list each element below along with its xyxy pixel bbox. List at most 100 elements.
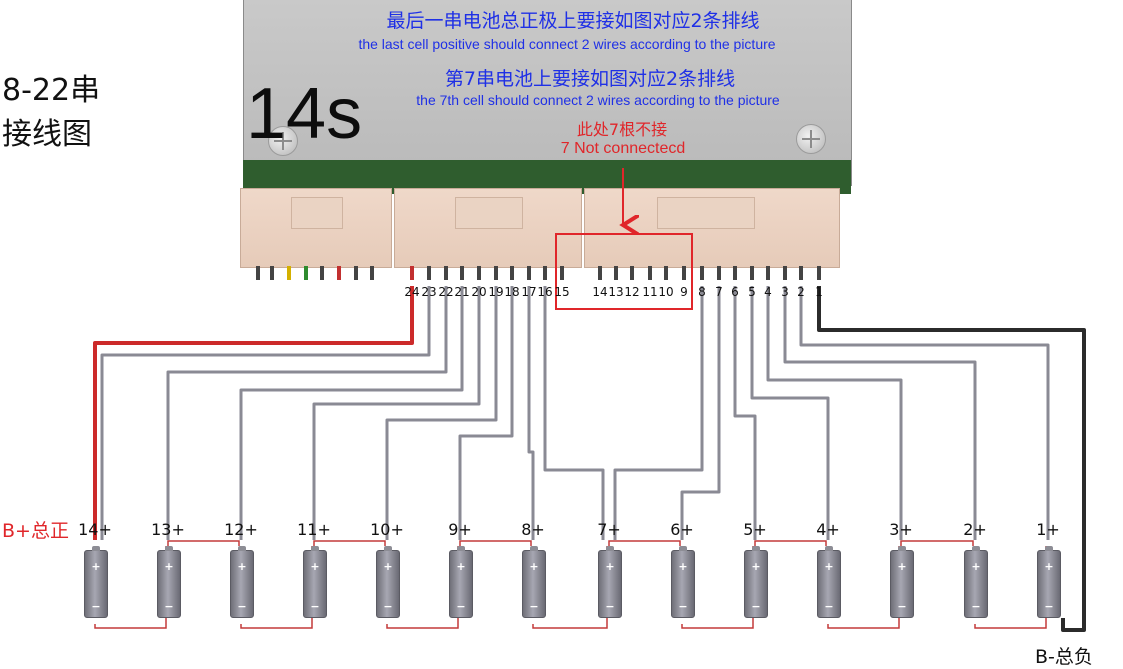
connector-pin [750,266,754,280]
series-link [900,540,974,546]
unused-pin-stub [337,266,341,280]
pin-label: 20 [471,285,487,299]
balance-wire [750,286,830,540]
balance-wire [458,286,514,540]
unused-pin-stub [304,266,308,280]
cell-label: 12+ [224,520,258,539]
pin-label: 18 [504,285,520,299]
cell-label: 3+ [889,520,913,539]
balance-wire [100,286,431,540]
balance-wire [166,286,448,540]
series-link [313,540,386,546]
series-link [754,540,827,546]
connector-pin [664,266,668,280]
connector-pin [410,266,414,280]
diagram-title-line1: 8-22串 [2,73,101,108]
balance-wire [613,286,704,540]
positive-sign: + [678,560,688,573]
series-link [167,540,240,546]
cell-label: 6+ [670,520,694,539]
connector-pin [682,266,686,280]
negative-sign: − [971,600,981,613]
pin-label: 7 [715,285,723,299]
balance-wire [385,286,498,540]
battery-cell-icon: +− [964,546,988,618]
series-link [459,540,532,546]
cell-label: 13+ [151,520,185,539]
connector-pin [630,266,634,280]
connector-pin [598,266,602,280]
negative-sign: − [1044,600,1054,613]
negative-sign: − [383,600,393,613]
note-last-cell-en: the last cell positive should connect 2 … [358,36,776,52]
cell-label: 9+ [448,520,472,539]
pin-label: 15 [554,285,570,299]
unused-pin-stub [270,266,274,280]
battery-cell-icon: +− [671,546,695,618]
pin-label: 4 [764,285,772,299]
unused-pin-stub [320,266,324,280]
cell-label: 10+ [370,520,404,539]
cell-label: 4+ [816,520,840,539]
connector-pin [427,266,431,280]
connector-pin [733,266,737,280]
cell-label: 1+ [1036,520,1060,539]
connector-middle [394,188,582,268]
pin-label: 11 [642,285,658,299]
not-connected-box [555,233,693,310]
battery-cell-icon: +− [84,546,108,618]
unused-pin-stub [354,266,358,280]
connector-left [240,188,392,268]
cell-label: 14+ [78,520,112,539]
positive-sign: + [1044,560,1054,573]
pin-label: 17 [521,285,537,299]
pin-label: 19 [488,285,504,299]
balance-wire [733,286,757,540]
pin-label: 10 [658,285,674,299]
pin-label: 5 [748,285,756,299]
negative-sign: − [91,600,101,613]
balance-wire [93,286,414,540]
pin-label: 1 [815,285,823,299]
cell-label: 7+ [597,520,621,539]
screw-icon [796,124,826,154]
connector-pin [460,266,464,280]
positive-sign: + [91,560,101,573]
not-connected-zh: 此处7根不接 [576,120,668,139]
connector-pin [560,266,564,280]
unused-pin-stub [287,266,291,280]
negative-sign: − [456,600,466,613]
note-7th-cell-zh: 第7串电池上要接如图对应2条排线 [444,68,736,90]
cell-label: 5+ [743,520,767,539]
pin-label: 2 [797,285,805,299]
pin-label: 12 [624,285,640,299]
battery-cell-icon: +− [303,546,327,618]
balance-wire [527,286,535,540]
positive-sign: + [237,560,247,573]
negative-sign: − [605,600,615,613]
positive-sign: + [971,560,981,573]
connector-pin [527,266,531,280]
battery-cell-icon: +− [157,546,181,618]
battery-cell-icon: +− [376,546,400,618]
positive-sign: + [824,560,834,573]
connector-pin [444,266,448,280]
connector-pin [817,266,821,280]
unused-pin-stub [256,266,260,280]
positive-sign: + [456,560,466,573]
battery-cell-icon: +− [890,546,914,618]
cell-label: 11+ [297,520,331,539]
positive-sign: + [383,560,393,573]
pin-label: 23 [421,285,437,299]
pin-label: 24 [404,285,420,299]
battery-cell-icon: +− [522,546,546,618]
negative-sign: − [897,600,907,613]
negative-sign: − [678,600,688,613]
balance-wire [766,286,903,540]
not-connected-en: 7 Not connectecd [560,140,686,157]
negative-sign: − [751,600,761,613]
connector-pin [783,266,787,280]
positive-sign: + [751,560,761,573]
pin-label: 22 [438,285,454,299]
